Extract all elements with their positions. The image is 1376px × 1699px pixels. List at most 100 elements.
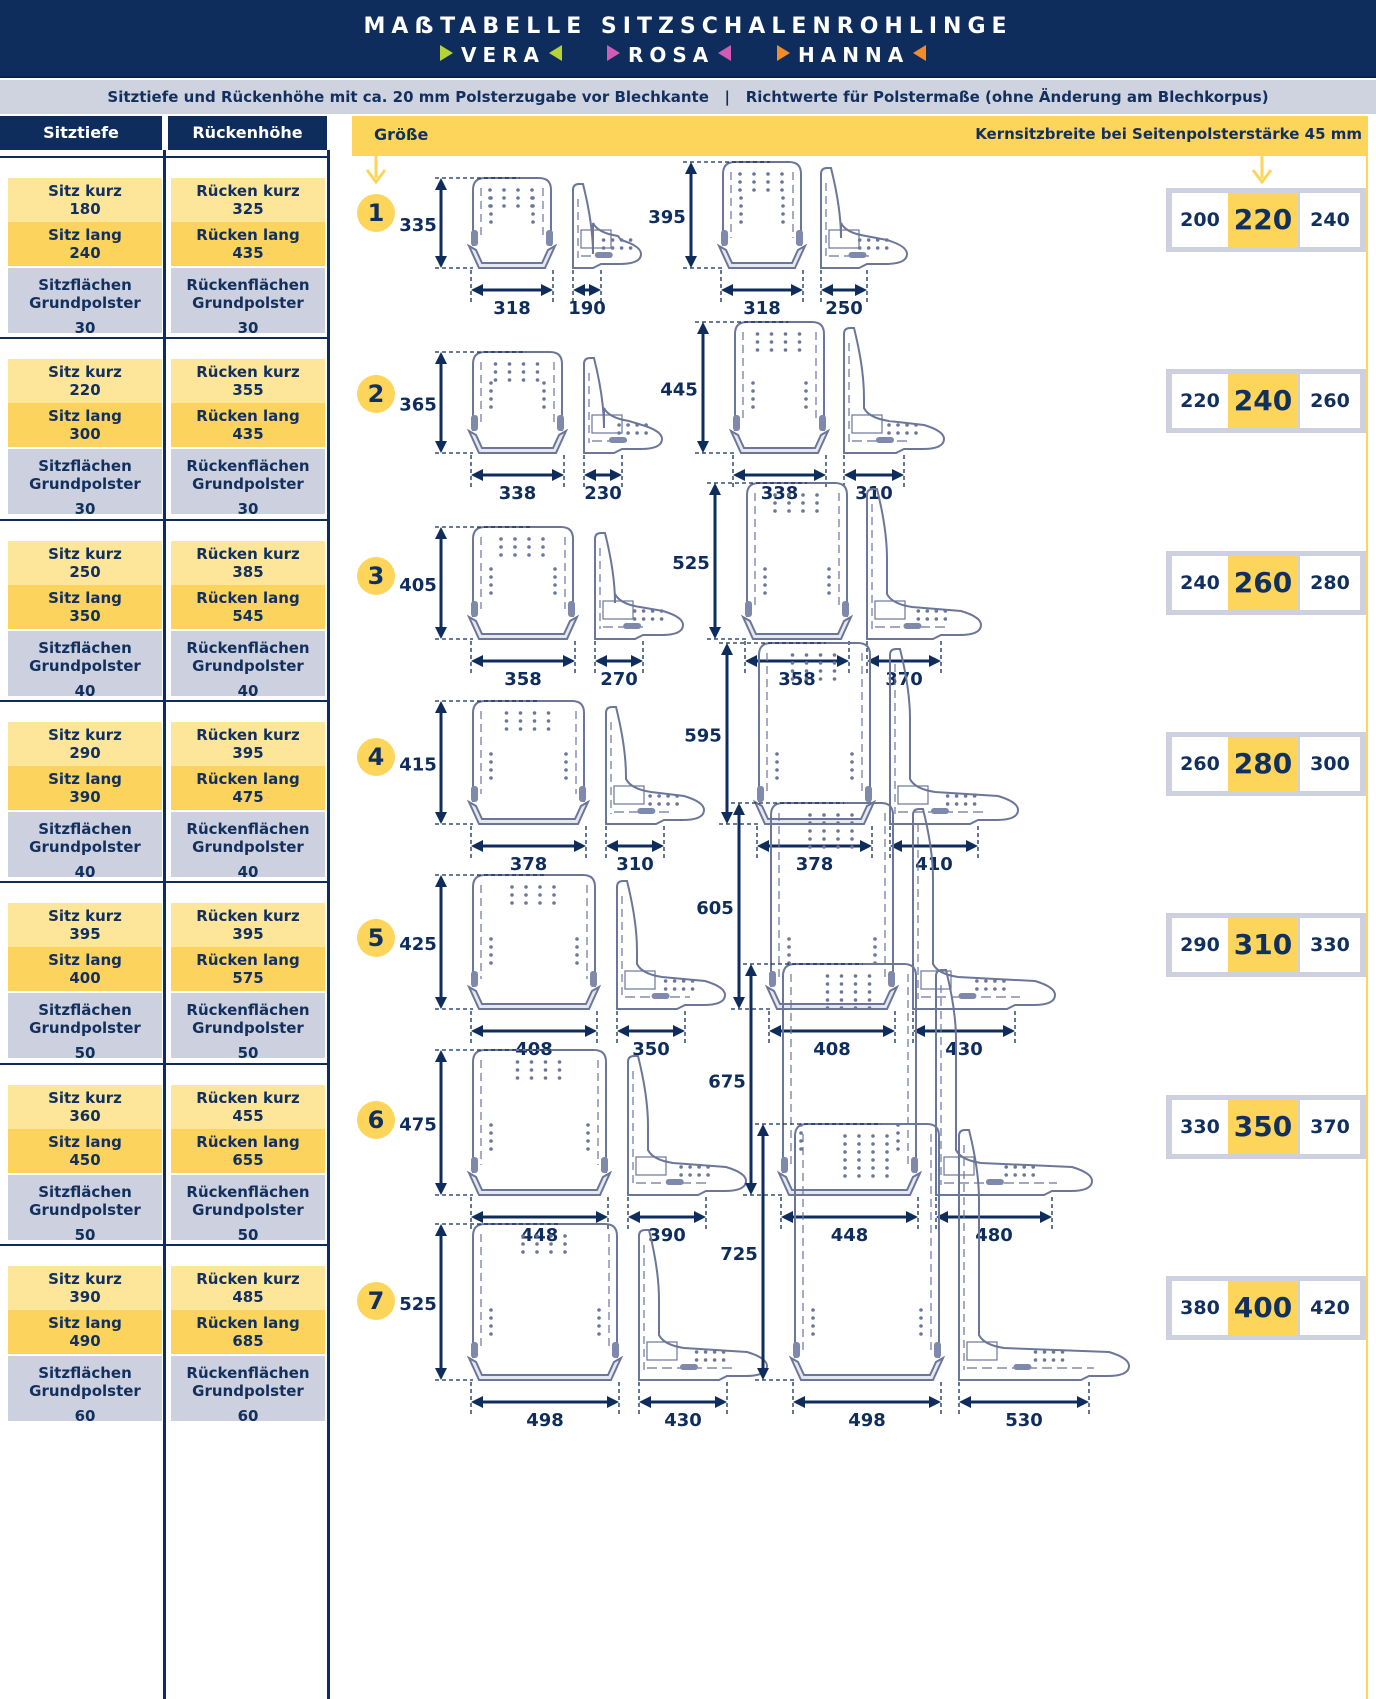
row-divider (0, 1063, 327, 1065)
shell-base (466, 984, 602, 1010)
hole-dot (535, 378, 540, 382)
bracket (602, 600, 634, 620)
down-arrow-icon (365, 169, 387, 185)
arrow-head-icon (883, 1025, 895, 1037)
cell-text: 240 (69, 244, 101, 262)
mount-icon (930, 808, 949, 814)
column-divider (163, 150, 166, 1699)
hole-dot (521, 370, 526, 374)
cell-text: 420 (1310, 1297, 1350, 1319)
mount-icon (679, 1364, 698, 1370)
hole-dot (811, 1316, 815, 1320)
side-outline (594, 532, 685, 640)
hole-dot (688, 1173, 692, 1177)
hole-dot (825, 990, 830, 994)
width-option: 290 (1172, 918, 1228, 972)
hole-dot (1013, 1173, 1017, 1177)
cell-text: Rücken kurz (196, 726, 300, 744)
cell-text: Grundpolster (29, 1019, 141, 1037)
hole-dot (597, 1308, 601, 1312)
hole-dot (896, 1147, 900, 1151)
hole-dot (825, 974, 830, 978)
hole-dot (489, 768, 493, 772)
shell-outline (472, 700, 585, 802)
hole-dot (527, 537, 531, 541)
cell-text: 200 (1180, 209, 1220, 231)
arrow-head-icon (435, 812, 447, 824)
cell-text: Grundpolster (29, 657, 141, 675)
hole-dot (521, 1250, 525, 1254)
hole-dot (755, 340, 760, 344)
hole-dot (549, 1234, 553, 1238)
arrow-head-icon (966, 840, 978, 852)
hole-dot (610, 246, 615, 250)
side-outline (605, 706, 706, 825)
arrow-head-icon (769, 1025, 781, 1037)
dimension-label: 358 (778, 669, 816, 690)
cell-text: Sitz lang (48, 951, 122, 969)
hole-dot (853, 998, 858, 1002)
hole-dot (489, 196, 493, 200)
hole-dot (850, 760, 854, 764)
shell-outline (472, 351, 563, 431)
cell-text: Grundpolster (192, 1382, 304, 1400)
header-banner: MAẞTABELLE SITZSCHALENROHLINGE VERA ROSA… (0, 0, 1376, 78)
mount-icon (865, 786, 872, 802)
hole-dot (825, 998, 830, 1002)
hole-dot (527, 553, 531, 557)
hole-dot (1031, 1173, 1035, 1177)
cell-text: Rückenflächen (186, 1364, 310, 1382)
recommended-width: 220 (1228, 193, 1298, 247)
arrow-head-icon (715, 1396, 727, 1408)
dimension-label: 448 (521, 1225, 559, 1246)
cell-text: 240 (1233, 384, 1293, 417)
hole-dot (666, 802, 670, 806)
arrow-head-icon (1003, 1025, 1015, 1037)
hole-dot (752, 180, 756, 184)
cell-text: 475 (232, 788, 264, 806)
arrow-head-icon (929, 1396, 941, 1408)
arrow-head-icon (745, 964, 757, 976)
arrow-head-icon (1040, 1211, 1052, 1223)
hole-dot (808, 813, 812, 817)
row-divider (0, 881, 327, 883)
cell-text: 220 (69, 381, 101, 399)
hole-dot (850, 813, 854, 817)
side-outline (843, 327, 946, 454)
hole-dot (825, 982, 830, 986)
cell-text: Grundpolster (29, 838, 141, 856)
hole-dot (866, 246, 871, 250)
hole-dot (972, 794, 977, 798)
hole-dot (783, 332, 788, 336)
cell-text: Sitz lang (48, 770, 122, 788)
hole-dot (1060, 1358, 1065, 1362)
width-option: 420 (1300, 1281, 1360, 1335)
hole-dot (532, 719, 537, 723)
arrow-head-icon (606, 840, 618, 852)
hole-dot (832, 669, 837, 673)
arrow-head-icon (435, 997, 447, 1009)
side-outline (935, 969, 1094, 1196)
arrow-head-icon (757, 840, 769, 852)
hole-dot (811, 1332, 815, 1336)
hole-dot (531, 220, 535, 224)
arrow-head-icon (709, 483, 721, 495)
hole-dot (672, 979, 677, 983)
cell-text: Rücken kurz (196, 907, 300, 925)
hole-dot (617, 431, 621, 435)
cell-text: Sitz kurz (48, 1270, 122, 1288)
model-name: ROSA (628, 43, 715, 67)
dimension-label: 525 (399, 1294, 437, 1315)
hole-dot (489, 1123, 493, 1127)
arrow-head-icon (814, 469, 826, 481)
hole-dot (871, 1142, 875, 1146)
side-outline (820, 167, 909, 269)
